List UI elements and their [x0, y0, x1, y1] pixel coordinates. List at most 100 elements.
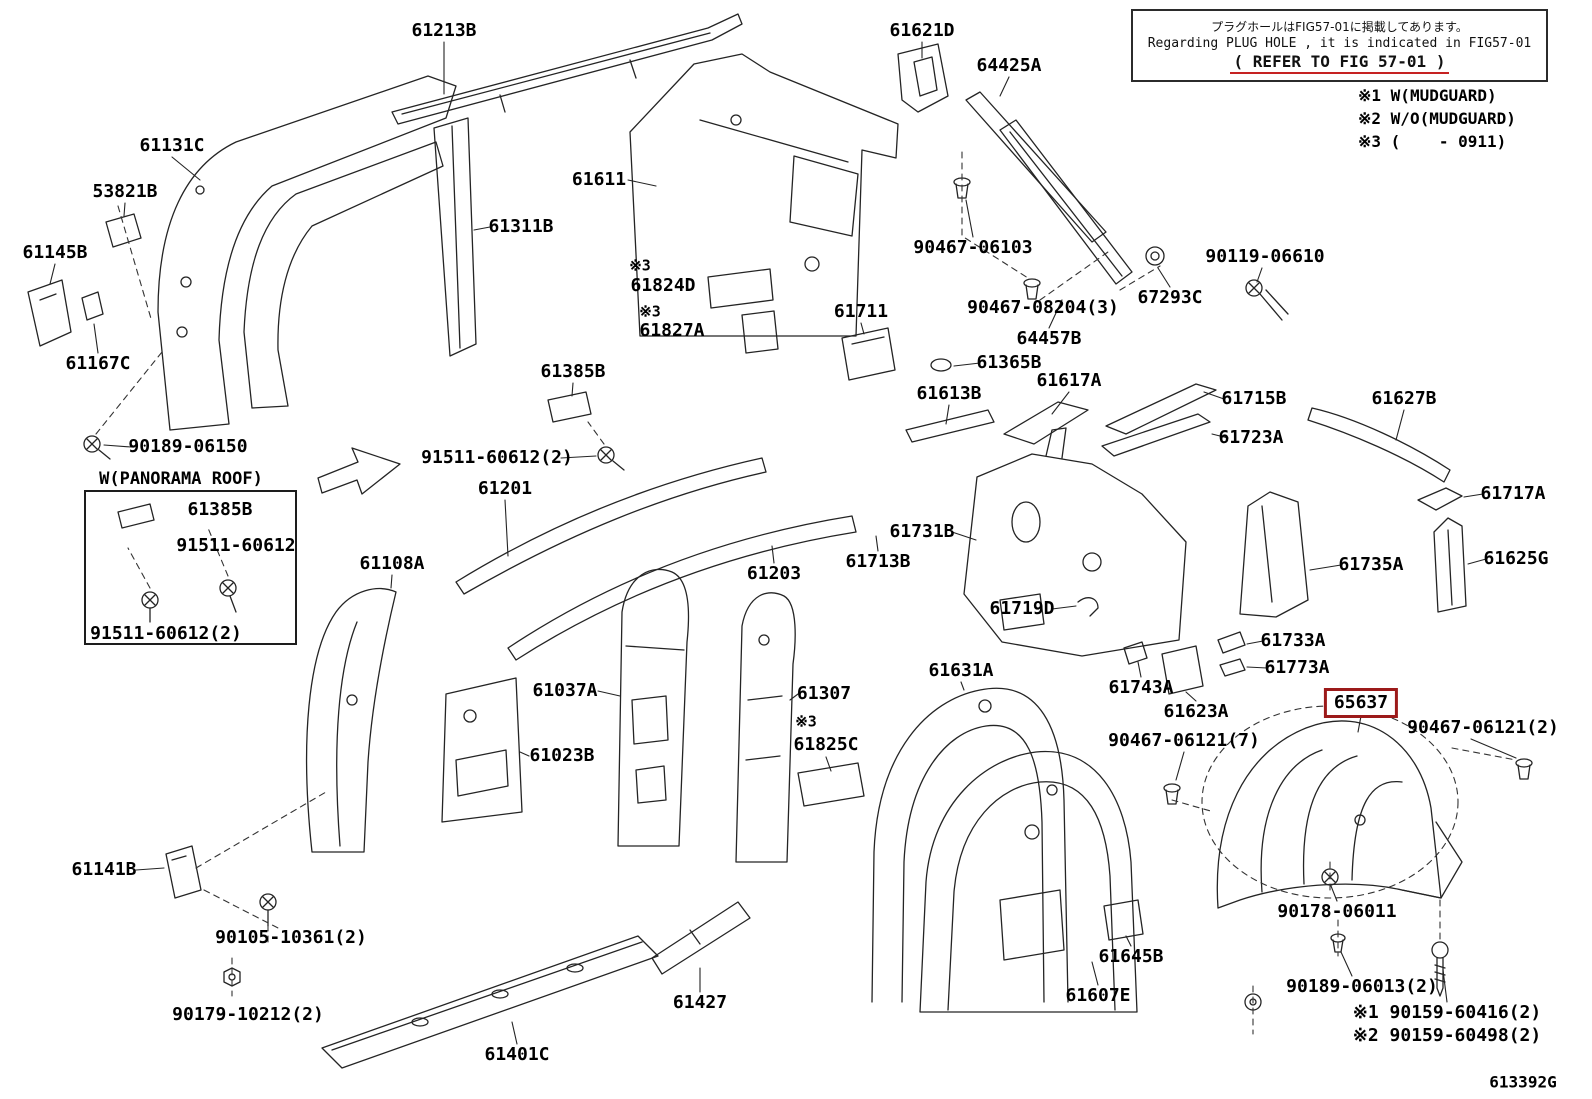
part-label-90467-06121-7[interactable]: 90467-06121(7) [1108, 730, 1260, 751]
sketch-strip-64425A [965, 91, 1107, 243]
part-label-61723A[interactable]: 61723A [1218, 427, 1284, 448]
part-label-61825C[interactable]: 61825C [793, 734, 859, 755]
part-label-61631A[interactable]: 61631A [928, 660, 994, 681]
sketch-roof-header-61201 [455, 457, 767, 595]
part-label-61203[interactable]: 61203 [746, 563, 802, 584]
sketch-strip-61723A [1101, 413, 1211, 457]
part-label-61401C[interactable]: 61401C [484, 1044, 550, 1065]
part-label-91511-60612-2[interactable]: 91511-60612(2) [421, 447, 573, 468]
part-label-61733A[interactable]: 61733A [1260, 630, 1326, 651]
part-label-61617A[interactable]: 61617A [1036, 370, 1102, 391]
part-label-61824D[interactable]: 61824D [630, 275, 696, 296]
part-label-61715B[interactable]: 61715B [1221, 388, 1287, 409]
part-label-90467-08204-3[interactable]: 90467-08204(3) [967, 297, 1119, 318]
sketch-bracket-61621D [897, 43, 949, 113]
part-label-61827A[interactable]: 61827A [639, 320, 705, 341]
sketch-side-frame-61131C [157, 75, 457, 431]
part-label-61108A[interactable]: 61108A [359, 553, 425, 574]
part-label-3[interactable]: ※3 [795, 712, 817, 731]
part-label-2-90159-60498-2[interactable]: ※2 90159-60498(2) [1352, 1025, 1542, 1046]
plug-hole-note-box: プラグホールはFIG57-01に掲載してあります。 Regarding PLUG… [1131, 9, 1548, 82]
part-label-61645B[interactable]: 61645B [1098, 946, 1164, 967]
part-label-61131C[interactable]: 61131C [139, 135, 205, 156]
sketch-wheelhouse-inner-61607E [919, 750, 1138, 1013]
part-label-61773A[interactable]: 61773A [1264, 657, 1330, 678]
label-leader-lines [49, 41, 1517, 1045]
sketch-bracket-61717A [1417, 487, 1463, 511]
part-label-90189-06013-2[interactable]: 90189-06013(2) [1286, 976, 1438, 997]
part-label-61611[interactable]: 61611 [571, 169, 627, 190]
sketch-front-pillar-inner-61311B [433, 117, 477, 357]
sketch-rocker-61401C [321, 935, 659, 1069]
part-label-64425A[interactable]: 64425A [976, 55, 1042, 76]
part-label-61743A[interactable]: 61743A [1108, 677, 1174, 698]
sketch-sill-61427 [651, 901, 751, 975]
part-label-61613B[interactable]: 61613B [916, 383, 982, 404]
part-label-3[interactable]: ※3 [639, 302, 661, 321]
part-label-61167C[interactable]: 61167C [65, 353, 131, 374]
note-line-english: Regarding PLUG HOLE , it is indicated in… [1147, 35, 1532, 51]
part-label-90178-06011[interactable]: 90178-06011 [1277, 901, 1397, 922]
assembly-dashed-lines [95, 151, 1517, 1035]
part-label-61385B[interactable]: 61385B [540, 361, 606, 382]
part-label-61307[interactable]: 61307 [796, 683, 852, 704]
part-label-61711[interactable]: 61711 [833, 301, 889, 322]
part-label-64457B[interactable]: 64457B [1016, 328, 1082, 349]
sketch-roof-side-rail-61213B [391, 13, 743, 125]
sketch-strip-61715B [1105, 383, 1217, 435]
sketch-quarter-panel-61611 [629, 53, 899, 337]
sketch-small-parts [27, 213, 1246, 941]
panorama-roof-title: W(PANORAMA ROOF) [99, 469, 263, 489]
note-line-japanese: プラグホールはFIG57-01に掲載してあります。 [1211, 19, 1468, 34]
part-label-3[interactable]: ※3 [629, 256, 651, 275]
part-label-61719D[interactable]: 61719D [989, 598, 1055, 619]
part-label-90189-06150[interactable]: 90189-06150 [128, 436, 248, 457]
sketch-pillar-61307 [735, 592, 796, 863]
part-label-90119-06610[interactable]: 90119-06610 [1205, 246, 1325, 267]
part-label-61621D[interactable]: 61621D [889, 20, 955, 41]
part-label-53821B[interactable]: 53821B [92, 181, 158, 202]
part-label-61427[interactable]: 61427 [672, 992, 728, 1013]
part-label-61607E[interactable]: 61607E [1065, 985, 1131, 1006]
part-label-61201[interactable]: 61201 [477, 478, 533, 499]
part-label-91511-60612[interactable]: 91511-60612 [176, 535, 296, 556]
part-label-91511-60612-2[interactable]: 91511-60612(2) [90, 623, 242, 644]
part-label-90179-10212-2[interactable]: 90179-10212(2) [172, 1004, 324, 1025]
part-label-61735A[interactable]: 61735A [1338, 554, 1404, 575]
part-label-61625G[interactable]: 61625G [1483, 548, 1549, 569]
part-label-61385B[interactable]: 61385B [187, 499, 253, 520]
part-label-61623A[interactable]: 61623A [1163, 701, 1229, 722]
part-label-61627B[interactable]: 61627B [1371, 388, 1437, 409]
sketch-pillar-61108A [305, 588, 397, 853]
part-label-65637[interactable]: 65637 [1323, 688, 1399, 718]
part-label-61145B[interactable]: 61145B [22, 242, 88, 263]
part-label-61023B[interactable]: 61023B [529, 745, 595, 766]
legend-wo-mudguard: ※2 W/O(MUDGUARD) [1358, 109, 1516, 128]
figure-code: 613392G [1489, 1072, 1557, 1092]
sketch-pillar-61735A [1239, 491, 1309, 618]
part-label-61731B[interactable]: 61731B [889, 521, 955, 542]
sketch-strip-64457B [999, 119, 1133, 285]
part-label-61037A[interactable]: 61037A [532, 680, 598, 701]
part-label-67293C[interactable]: 67293C [1137, 287, 1203, 308]
part-label-90467-06121-2[interactable]: 90467-06121(2) [1407, 717, 1559, 738]
part-label-61311B[interactable]: 61311B [488, 216, 554, 237]
direction-arrow [317, 447, 401, 495]
note-line-refer: ( REFER TO FIG 57-01 ) [1229, 52, 1450, 74]
part-label-90105-10361-2[interactable]: 90105-10361(2) [215, 927, 367, 948]
sketch-center-pillar-61037A [617, 568, 690, 847]
sketch-quarter-inner-61731B [963, 427, 1187, 657]
part-label-1-90159-60416-2[interactable]: ※1 90159-60416(2) [1352, 1002, 1542, 1023]
part-label-61141B[interactable]: 61141B [71, 859, 137, 880]
part-label-90467-06103[interactable]: 90467-06103 [913, 237, 1033, 258]
panorama-roof-box [84, 490, 297, 645]
legend-mudguard: ※1 W(MUDGUARD) [1358, 86, 1497, 105]
sketch-panel-61023B [441, 677, 523, 823]
part-label-61713B[interactable]: 61713B [845, 551, 911, 572]
part-label-61365B[interactable]: 61365B [976, 352, 1042, 373]
part-label-61213B[interactable]: 61213B [411, 20, 477, 41]
part-label-61717A[interactable]: 61717A [1480, 483, 1546, 504]
